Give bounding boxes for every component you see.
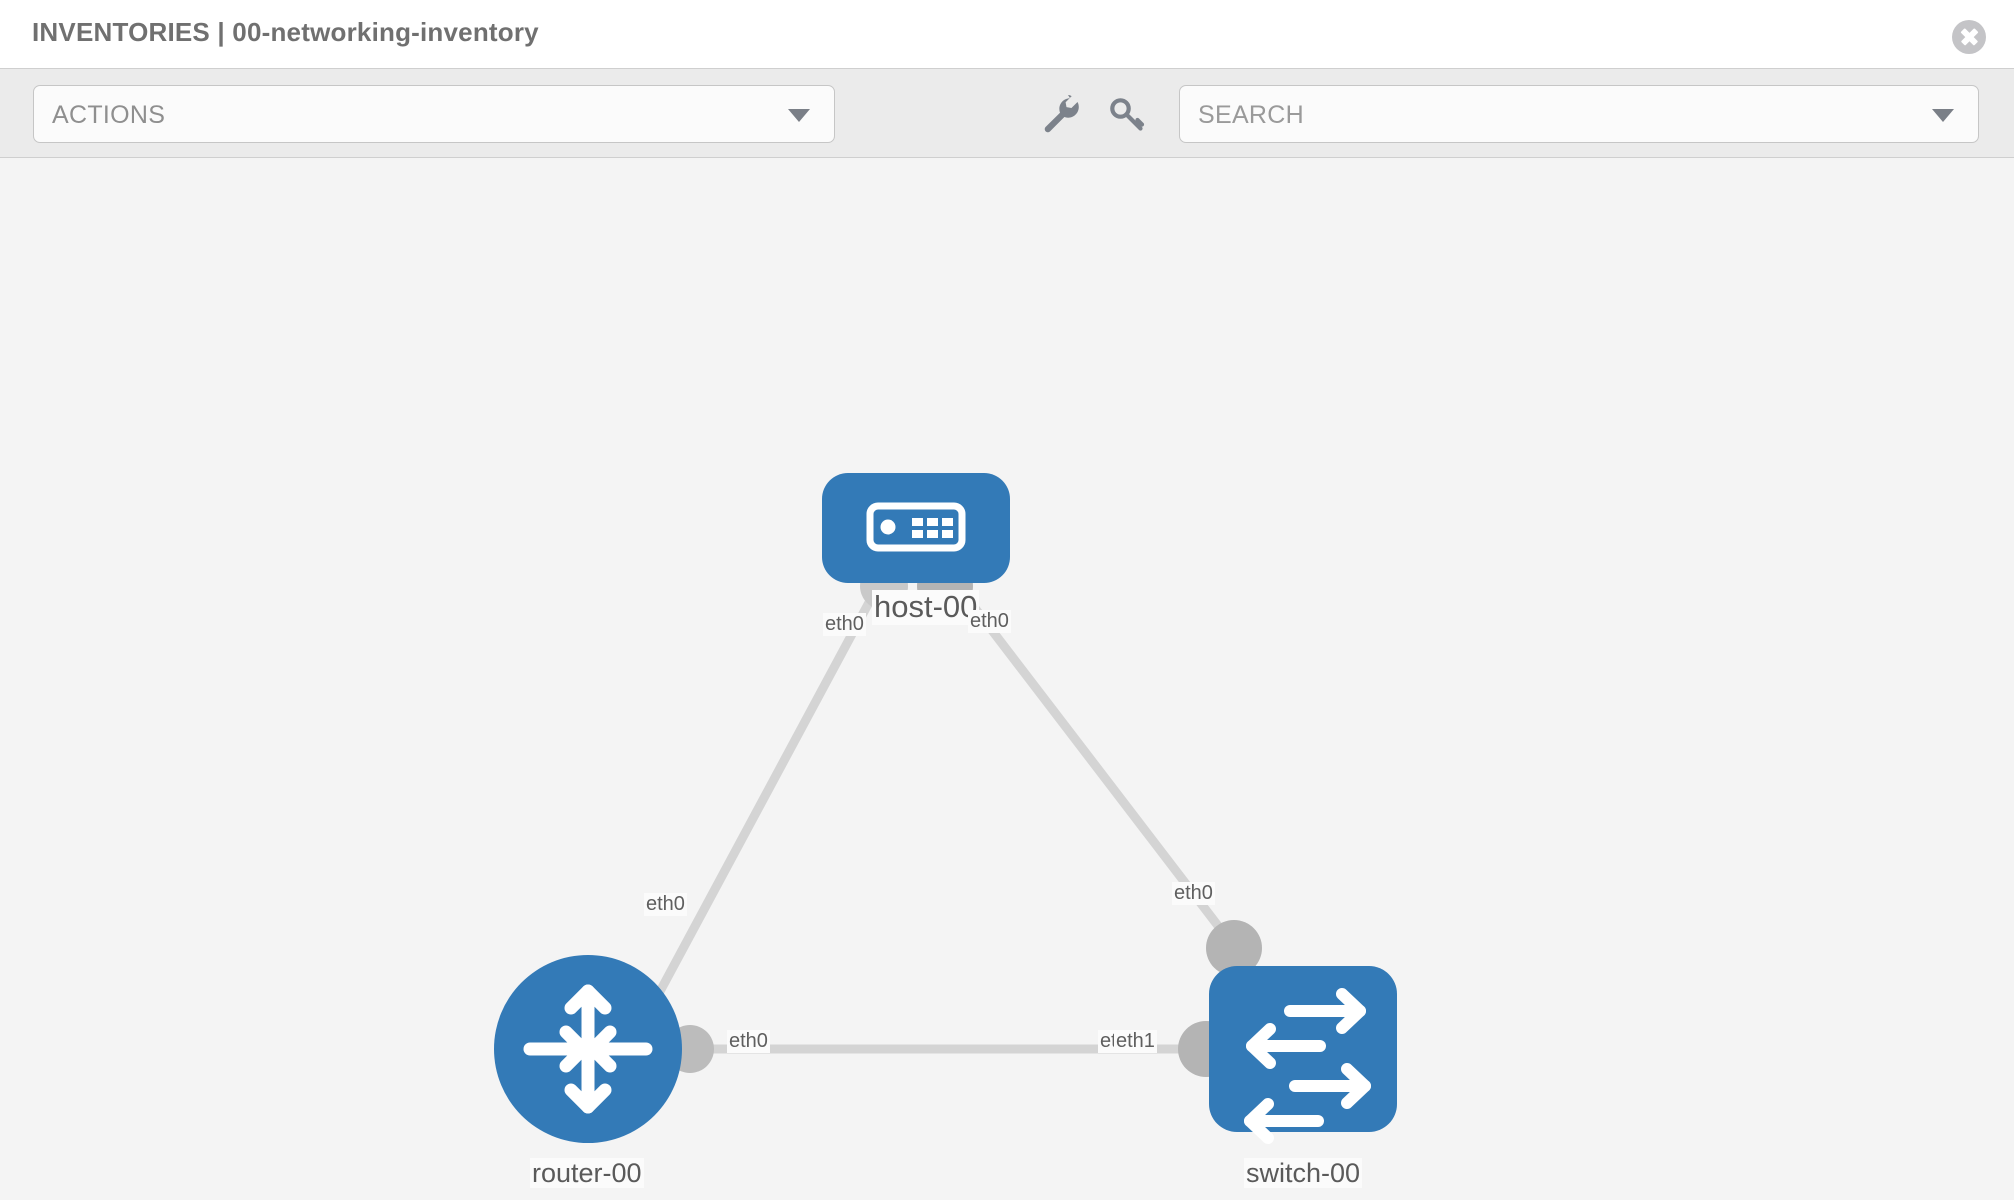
- interface-label-router00-eth0-trunk: eth0: [727, 1030, 770, 1053]
- search-input[interactable]: SEARCH: [1179, 85, 1979, 143]
- actions-dropdown-label: ACTIONS: [52, 101, 166, 129]
- interface-label-host00-eth0-right: eth0: [968, 610, 1011, 633]
- page-title: INVENTORIES | 00-networking-inventory: [32, 17, 539, 47]
- node-label-router-00: router-00: [530, 1158, 644, 1189]
- page-header: INVENTORIES | 00-networking-inventory: [0, 0, 2014, 68]
- switch-arrows-icon: [1244, 988, 1371, 1144]
- actions-dropdown[interactable]: ACTIONS: [33, 85, 835, 143]
- edge-host00-router00: [646, 579, 884, 1013]
- interface-dot-switch00-eth0[interactable]: [1206, 920, 1262, 976]
- node-host-00[interactable]: [822, 473, 1010, 583]
- server-device-icon: [866, 502, 966, 552]
- chevron-down-icon: [1932, 109, 1954, 122]
- topology-canvas[interactable]: host-00 router-00 switch-00 eth0 eth0 et…: [0, 158, 2014, 1200]
- interface-label-host00-eth0-left: eth0: [823, 613, 866, 636]
- node-switch-00[interactable]: [1209, 966, 1397, 1144]
- interface-label-switch00-eth1: eth1: [1114, 1030, 1157, 1053]
- node-label-switch-00: switch-00: [1244, 1158, 1363, 1189]
- node-router-00[interactable]: [494, 955, 682, 1143]
- topology-graph: [494, 473, 1397, 1144]
- interface-label-switch00-eth0: eth0: [1172, 882, 1215, 905]
- toolbar: ACTIONS SEARCH: [0, 68, 2014, 158]
- chevron-down-icon: [788, 109, 810, 122]
- wrench-icon[interactable]: [1037, 91, 1083, 137]
- interface-label-router00-eth0: eth0: [644, 893, 687, 916]
- key-icon[interactable]: [1104, 91, 1150, 137]
- close-icon[interactable]: [1952, 20, 1986, 54]
- search-placeholder: SEARCH: [1198, 101, 1304, 129]
- node-label-host-00: host-00: [872, 589, 980, 625]
- router-arrows-icon: [523, 984, 653, 1114]
